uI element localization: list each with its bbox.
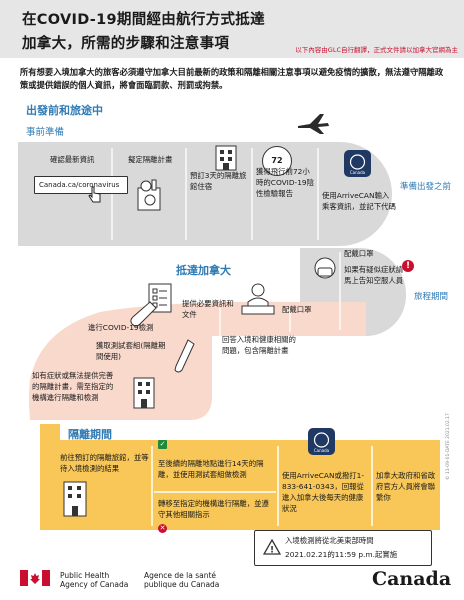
intro-text: 所有想要入境加拿大的旅客必須遵守加拿大目前最新的政策和隔離相關注意事項以避免疫情… (20, 67, 444, 90)
grocery-bag-icon (137, 179, 161, 211)
arrivecan-app-icon: Canada (344, 150, 371, 177)
step-answer-questions: 回答入境和健康相關的問題，包含隔離計畫 (222, 335, 296, 355)
step-negative-test: 獲得飛行前72小時的COVID-19陰性檢驗報告 (256, 167, 315, 198)
step-designated-facility: 如有症狀或無法提供完善的隔離計畫，需至指定的機構進行隔離和檢測 (32, 371, 114, 402)
step-official-contact: 加拿大政府和省政府官方人員將會聯繫你 (376, 471, 436, 502)
agency-en-line-1: Public Health (60, 571, 110, 580)
step-book-hotel: 預訂3天的隔離旅館住宿 (190, 171, 247, 191)
test-tube-icon (130, 301, 157, 327)
notice-line-2: 2021.02.21的11:59 p.m.起實施 (285, 550, 398, 559)
agency-fr-line-2: publique du Canada (144, 580, 220, 589)
svg-text:Canada: Canada (314, 448, 330, 453)
border-officer-icon (241, 283, 275, 315)
document-code: © 11-09-01-DATE 2021.02.17 (446, 413, 451, 480)
agency-french: Agence de la santé publique du Canada (144, 571, 219, 589)
svg-text:Canada: Canada (350, 170, 366, 175)
step-daily-report: 使用ArriveCAN或撥打1-833-641-0343，回報從進入加拿大後每天… (282, 471, 365, 513)
agency-fr-line-1: Agence de la santé (144, 571, 217, 580)
step-provide-docs: 提供必要資訊和文件 (182, 299, 234, 319)
step-go-to-hotel: 前往預訂的隔離旅館，並等待入境檢測的結果 (60, 453, 149, 473)
section-quarantine-heading: 隔離期間 (68, 428, 112, 441)
step-wear-mask: 配戴口罩 (344, 249, 374, 258)
canada-wordmark: Canada (372, 568, 452, 590)
agency-en-line-2: Agency of Canada (60, 580, 129, 589)
step-report-symptoms: 如果有疑似症狀請馬上告知空服人員 (344, 265, 404, 285)
face-mask-icon (314, 257, 336, 279)
section-prepare-subheading: 事前準備 (26, 127, 65, 138)
agency-english: Public Health Agency of Canada (60, 571, 128, 589)
url-text: Canada.ca/coronavirus (39, 181, 120, 189)
section-arrival-heading: 抵達加拿大 (176, 264, 231, 277)
72-hour-clock-icon: 72 (262, 146, 292, 176)
canada-flag-icon (20, 570, 50, 586)
url-box[interactable]: Canada.ca/coronavirus (34, 176, 128, 194)
alert-icon: ! (402, 260, 414, 272)
step-negative-result: 至後續的隔離地點進行14天的隔離，並使用測試套組做檢測 (158, 459, 264, 479)
page-title-line-2: 加拿大，所需的步驟和注意事項 (22, 36, 230, 52)
label-before-departure: 準備出發之前 (400, 182, 452, 192)
checklist-icon (148, 283, 172, 313)
arrivecan-app-icon-2: Canada (308, 428, 335, 455)
test-kit-icon (174, 339, 195, 373)
step-quarantine-plan: 擬定隔離計畫 (128, 155, 173, 164)
warning-icon: ! (263, 539, 281, 555)
hotel-building-icon (63, 481, 87, 517)
cursor-hand-icon (88, 186, 101, 203)
step-arrival-wear-mask: 配戴口罩 (282, 305, 312, 314)
check-icon: ✓ (158, 440, 167, 449)
yellow-band (40, 440, 440, 530)
step-covid-test: 進行COVID-19檢測 (88, 323, 154, 332)
airplane-icon (298, 114, 329, 134)
hotel-icon (215, 145, 237, 171)
x-icon: ✕ (158, 524, 167, 533)
translation-note: 以下內容由GLC自行翻譯，正式文件請以加拿大官網為主 (295, 46, 458, 54)
svg-text:!: ! (270, 546, 274, 556)
page-title-line-1: 在COVID-19期間經由航行方式抵達 (22, 12, 265, 28)
step-get-test-kit: 獲取測試套組(隔離期間使用) (96, 341, 166, 361)
facility-building-icon (133, 377, 155, 409)
step-positive-result: 轉移至指定的機構進行隔離，並遵守其他相關指示 (158, 499, 269, 519)
notice-box: ! 入境檢測將從北美東部時間 2021.02.21的11:59 p.m.起實施 (254, 530, 432, 566)
step-check-news: 確認最新資訊 (50, 155, 95, 164)
notice-line-1: 入境檢測將從北美東部時間 (285, 536, 374, 545)
step-arrivecan: 使用ArriveCAN輸入乘客資訊，並記下代碼 (322, 191, 396, 211)
section-departure-heading: 出發前和旅途中 (26, 104, 103, 117)
title-bar (0, 0, 464, 58)
label-during-travel: 旅程期間 (414, 292, 449, 302)
